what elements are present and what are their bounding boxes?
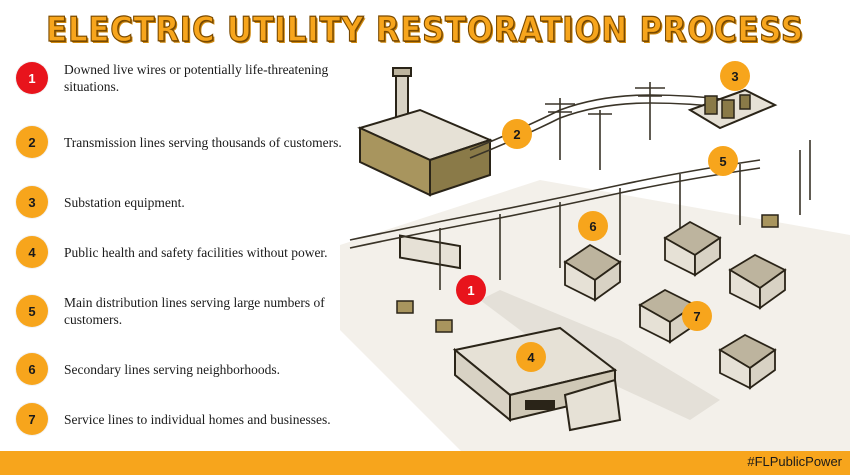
map-marker-5: 5: [708, 146, 738, 176]
map-marker-7: 7: [682, 301, 712, 331]
step-7: 7 Service lines to individual homes and …: [16, 403, 356, 435]
step-6: 6 Secondary lines serving neighborhoods.: [16, 353, 356, 385]
house-icon: [718, 333, 777, 390]
map-marker-1: 1: [456, 275, 486, 305]
step-4: 4 Public health and safety facilities wi…: [16, 236, 356, 268]
power-grid-illustration: 1 2 3 4 5 6 7: [340, 61, 850, 460]
svg-text:4: 4: [527, 350, 535, 365]
step-1: 1 Downed live wires or potentially life-…: [16, 61, 356, 95]
svg-text:2: 2: [513, 127, 520, 142]
transformer-boxes: [396, 214, 779, 333]
distribution-lines: [349, 140, 811, 290]
step-2: 2 Transmission lines serving thousands o…: [16, 126, 356, 158]
step-number-badge: 6: [16, 353, 48, 385]
ground-shadow: [340, 180, 850, 460]
step-number-badge: 5: [16, 295, 48, 327]
step-number-badge: 3: [16, 186, 48, 218]
house-icon: [663, 220, 722, 277]
map-marker-6: 6: [578, 211, 608, 241]
house-icon: [563, 243, 622, 302]
step-description: Main distribution lines serving large nu…: [64, 295, 325, 327]
step-number-badge: 1: [16, 62, 48, 94]
hashtag-label: #FLPublicPower: [747, 454, 842, 469]
footer-bar: #FLPublicPower: [0, 451, 850, 475]
step-description: Downed live wires or potentially life-th…: [64, 62, 329, 94]
step-description: Secondary lines serving neighborhoods.: [64, 361, 280, 377]
step-number-badge: 7: [16, 403, 48, 435]
step-3: 3 Substation equipment.: [16, 186, 356, 218]
step-description: Transmission lines serving thousands of …: [64, 134, 342, 150]
page-title: ELECTRIC UTILITY RESTORATION PROCESS: [46, 9, 804, 50]
step-description: Public health and safety facilities with…: [64, 244, 328, 260]
power-plant-icon: [357, 67, 493, 270]
step-5: 5 Main distribution lines serving large …: [16, 294, 356, 328]
svg-text:5: 5: [719, 154, 726, 169]
step-description: Service lines to individual homes and bu…: [64, 411, 331, 427]
houses-neighborhood: [563, 220, 787, 390]
svg-text:1: 1: [467, 283, 474, 298]
substation-icon: [687, 88, 778, 130]
house-icon: [728, 253, 787, 310]
svg-text:7: 7: [693, 309, 700, 324]
map-marker-2: 2: [502, 119, 532, 149]
step-number-badge: 2: [16, 126, 48, 158]
svg-text:3: 3: [731, 69, 738, 84]
svg-text:6: 6: [589, 219, 596, 234]
step-number-badge: 4: [16, 236, 48, 268]
map-marker-4: 4: [516, 342, 546, 372]
map-marker-3: 3: [720, 61, 750, 91]
step-description: Substation equipment.: [64, 194, 185, 210]
